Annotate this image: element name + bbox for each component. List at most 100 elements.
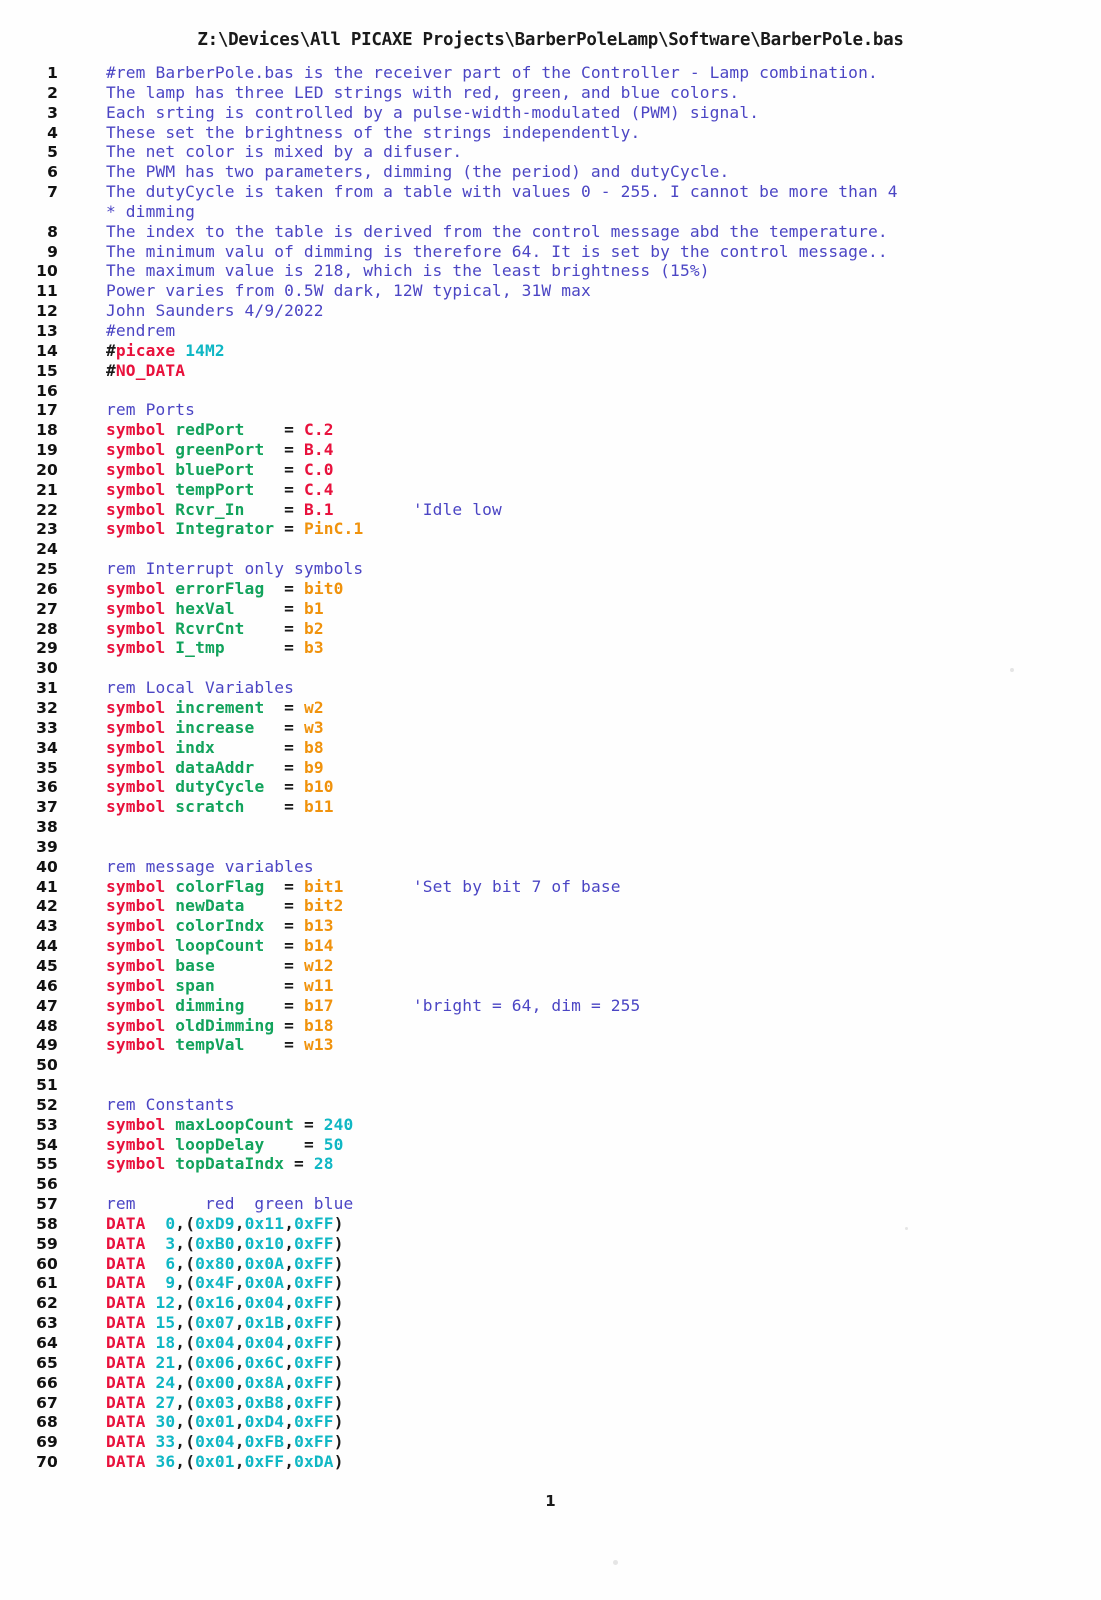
token-keyword: symbol <box>106 499 166 519</box>
token-ident: tempVal <box>175 1035 245 1055</box>
token-punct: ) <box>333 1313 344 1333</box>
token-comment: The minimum valu of dimming is therefore… <box>106 241 888 261</box>
token-reg: b14 <box>303 936 334 956</box>
token-keyword: symbol <box>106 618 166 638</box>
line-number: 21 <box>36 480 58 499</box>
code-text: symbol bluePort = C.0 <box>106 460 334 480</box>
token-number: 3 <box>165 1233 176 1253</box>
token-keyword: symbol <box>106 936 166 956</box>
token-hex: 0x1B <box>244 1313 285 1333</box>
token-plain <box>165 976 175 995</box>
code-text: DATA 36,(0x01,0xFF,0xDA) <box>106 1452 344 1472</box>
code-text: rem message variables <box>106 857 314 877</box>
code-text: symbol redPort = C.2 <box>106 420 334 440</box>
token-ident: scratch <box>175 797 245 817</box>
token-plain <box>254 758 284 777</box>
token-keyword: DATA <box>106 1253 146 1273</box>
code-text: symbol hexVal = b1 <box>106 599 324 619</box>
code-text: symbol greenPort = B.4 <box>106 440 334 460</box>
line-number: 55 <box>36 1155 58 1174</box>
token-punct: ) <box>333 1452 344 1472</box>
token-plain <box>165 460 175 479</box>
token-number: 30 <box>155 1412 176 1432</box>
token-reg: b17 <box>303 995 334 1015</box>
line-number: 51 <box>36 1076 58 1095</box>
code-line: 56 <box>0 1174 1101 1194</box>
token-plain <box>165 519 175 538</box>
token-op: = <box>284 499 295 519</box>
line-number: 39 <box>36 837 58 856</box>
token-plain <box>294 619 304 638</box>
token-comment: 'bright = 64, dim = 255 <box>412 995 641 1015</box>
token-comment: The lamp has three LED strings with red,… <box>106 82 740 102</box>
token-comment: rem Ports <box>106 400 196 420</box>
code-text: symbol dutyCycle = b10 <box>106 777 334 797</box>
token-pin: PinC.1 <box>303 519 364 539</box>
token-keyword: DATA <box>106 1432 146 1452</box>
token-hex: 0xFF <box>294 1253 334 1273</box>
token-punct: , <box>234 1452 245 1472</box>
token-reg: w11 <box>303 975 334 995</box>
token-plain <box>334 500 413 519</box>
token-punct: , <box>284 1233 295 1253</box>
token-number: 18 <box>155 1333 176 1352</box>
token-plain <box>294 1016 304 1035</box>
line-number: 54 <box>36 1135 58 1154</box>
line-number: 49 <box>36 1036 58 1055</box>
token-plain <box>264 440 284 459</box>
token-plain <box>245 1035 285 1054</box>
code-text: symbol oldDimming = b18 <box>106 1016 334 1036</box>
token-hex: 0xFF <box>294 1213 334 1233</box>
line-number: 35 <box>36 758 58 777</box>
token-punct: ) <box>333 1372 344 1392</box>
token-plain <box>146 1234 166 1253</box>
token-number: 27 <box>155 1392 176 1412</box>
code-line: 13#endrem <box>0 321 1101 341</box>
token-ident: increase <box>175 717 255 737</box>
scan-speck <box>613 1560 618 1565</box>
line-number: 32 <box>36 699 58 717</box>
token-punct: ) <box>333 1273 344 1293</box>
line-number: 58 <box>36 1214 58 1233</box>
token-punct: ,( <box>175 1392 196 1412</box>
line-number: 2 <box>47 83 58 102</box>
token-reg: w3 <box>303 717 324 737</box>
token-comment: Each srting is controlled by a pulse-wid… <box>106 102 760 122</box>
token-keyword: symbol <box>106 896 166 916</box>
line-number: 4 <box>47 123 58 142</box>
token-plain <box>264 1135 304 1154</box>
token-number: 15 <box>155 1313 176 1333</box>
token-op: = <box>284 578 295 598</box>
token-comment: #rem BarberPole.bas is the receiver part… <box>106 63 878 82</box>
token-plain <box>274 1016 284 1035</box>
token-comment: * dimming <box>106 201 196 221</box>
token-punct: ,( <box>175 1333 196 1352</box>
token-punct: , <box>284 1253 295 1273</box>
token-keyword: symbol <box>106 420 166 440</box>
token-keyword: symbol <box>106 1114 166 1134</box>
token-plain <box>165 1154 175 1173</box>
token-punct: ,( <box>175 1352 196 1372</box>
token-op: = <box>284 876 295 896</box>
token-hex: 0xFF <box>294 1293 334 1313</box>
code-text: The lamp has three LED strings with red,… <box>106 83 739 103</box>
token-plain <box>254 480 284 499</box>
code-text: symbol loopCount = b14 <box>106 936 334 956</box>
code-line: 39 <box>0 837 1101 857</box>
token-plain <box>165 936 175 955</box>
token-hex: 0x04 <box>195 1333 235 1352</box>
code-text: rem Local Variables <box>106 678 294 698</box>
token-plain <box>294 956 304 975</box>
